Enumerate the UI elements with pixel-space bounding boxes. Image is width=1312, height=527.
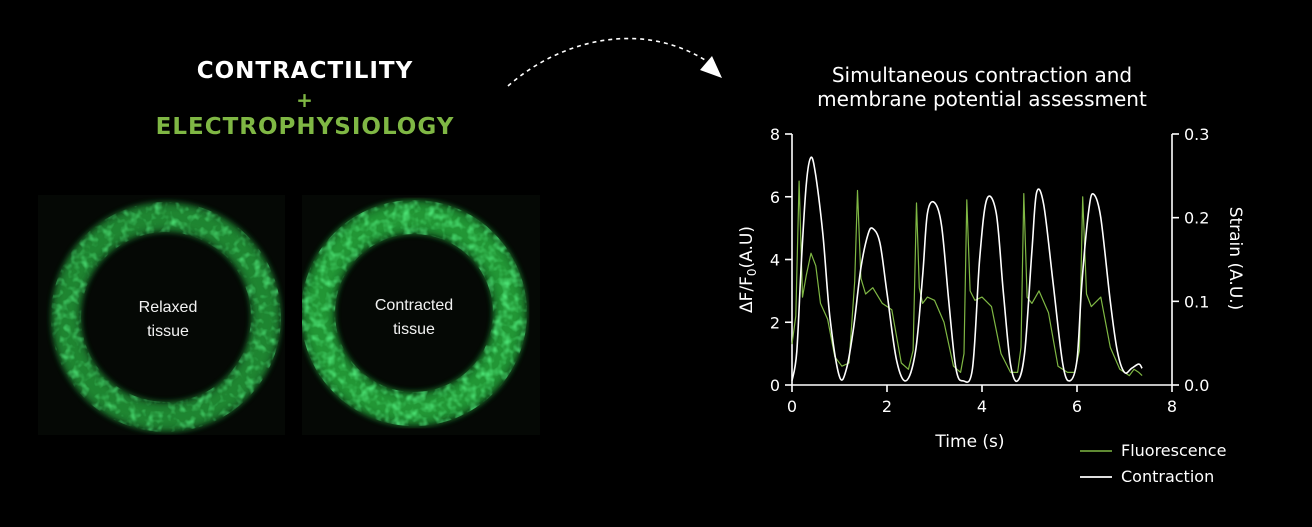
headline-electrophysiology: ELECTROPHYSIOLOGY <box>155 114 455 140</box>
relaxed-tissue-image: Relaxed tissue <box>38 195 285 435</box>
x-tick-label: 4 <box>977 397 987 416</box>
legend-label-contraction: Contraction <box>1121 467 1215 486</box>
y-left-tick-label: 8 <box>770 125 780 144</box>
chart-title-line1: Simultaneous contraction and <box>831 63 1133 87</box>
contracted-tissue-label-line2: tissue <box>393 321 435 338</box>
relaxed-tissue-label-line1: Relaxed <box>138 299 198 316</box>
y-axis-right-label: Strain (A.U.) <box>1225 207 1245 311</box>
y-axis-left-label-main: ΔF/F <box>737 276 757 313</box>
relaxed-tissue-label-line2: tissue <box>147 323 189 340</box>
headline-plus: + <box>296 88 314 112</box>
x-tick-label: 8 <box>1167 397 1177 416</box>
y-axis-left-label-subscript: 0 <box>745 268 759 276</box>
y-left-tick-label: 2 <box>770 313 780 332</box>
contracted-tissue-image: Contracted tissue <box>302 195 540 435</box>
y-left-tick-label: 4 <box>770 251 780 270</box>
series-contraction-line <box>791 156 1143 383</box>
x-axis-label: Time (s) <box>934 432 1004 452</box>
y-right-tick-label: 0.3 <box>1184 125 1209 144</box>
x-tick-label: 0 <box>787 397 797 416</box>
y-left-tick-label: 6 <box>770 188 780 207</box>
x-tick-label: 2 <box>882 397 892 416</box>
y-axis-left-label-unit: (A.U) <box>737 226 757 268</box>
y-right-tick-label: 0.1 <box>1184 292 1209 311</box>
contracted-tissue-ring <box>302 195 540 435</box>
relaxed-tissue-ring <box>38 195 285 435</box>
headline-contractility: CONTRACTILITY <box>196 58 414 84</box>
series-fluorescence-line <box>791 180 1143 377</box>
contracted-tissue-label-line1: Contracted <box>374 297 454 314</box>
y-left-tick-label: 0 <box>770 376 780 395</box>
legend-label-fluorescence: Fluorescence <box>1121 441 1227 460</box>
y-right-tick-label: 0.0 <box>1184 376 1209 395</box>
y-right-tick-label: 0.2 <box>1184 209 1209 228</box>
chart-title-line2: membrane potential assessment <box>817 87 1147 111</box>
x-tick-label: 6 <box>1072 397 1082 416</box>
y-axis-left-label: ΔF/F0(A.U) <box>737 226 759 313</box>
